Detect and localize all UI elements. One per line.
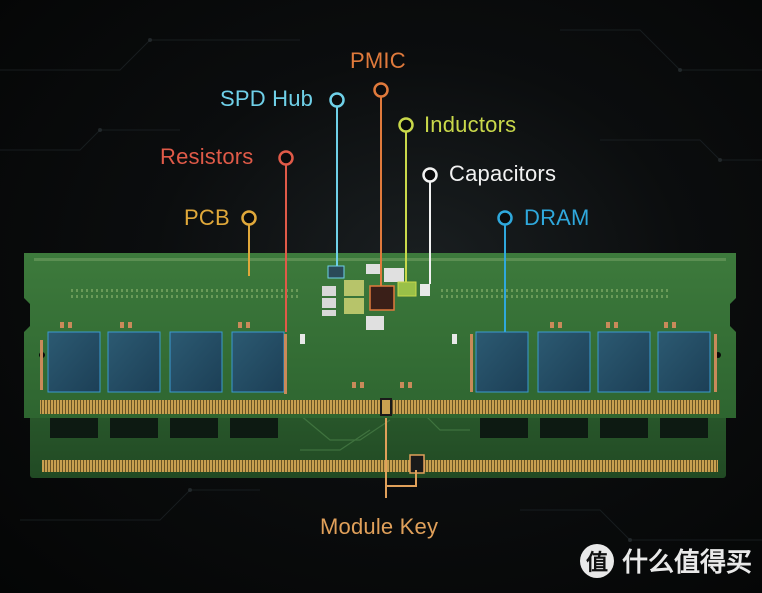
pcb-label: PCB: [184, 205, 230, 230]
callout-markers: [241, 82, 513, 226]
inductors-label: Inductors: [424, 112, 517, 137]
watermark-logo-icon: 值: [579, 543, 614, 578]
module-key-label: Module Key: [320, 514, 439, 539]
spd-hub-label: SPD Hub: [220, 86, 314, 111]
resistor-components: [40, 322, 717, 394]
dram-label: DRAM: [524, 205, 590, 230]
callout-lines: [248, 97, 506, 498]
dram-chips: [47, 331, 711, 393]
resistors-label: Resistors: [160, 144, 254, 169]
watermark-text: 什么值得买: [621, 547, 752, 577]
watermark: 值 什么值得买: [579, 542, 752, 579]
module-key-notch-back: [409, 454, 425, 474]
center-components: [300, 264, 457, 344]
pmic-label: PMIC: [350, 48, 406, 73]
capacitors-label: Capacitors: [449, 161, 557, 186]
